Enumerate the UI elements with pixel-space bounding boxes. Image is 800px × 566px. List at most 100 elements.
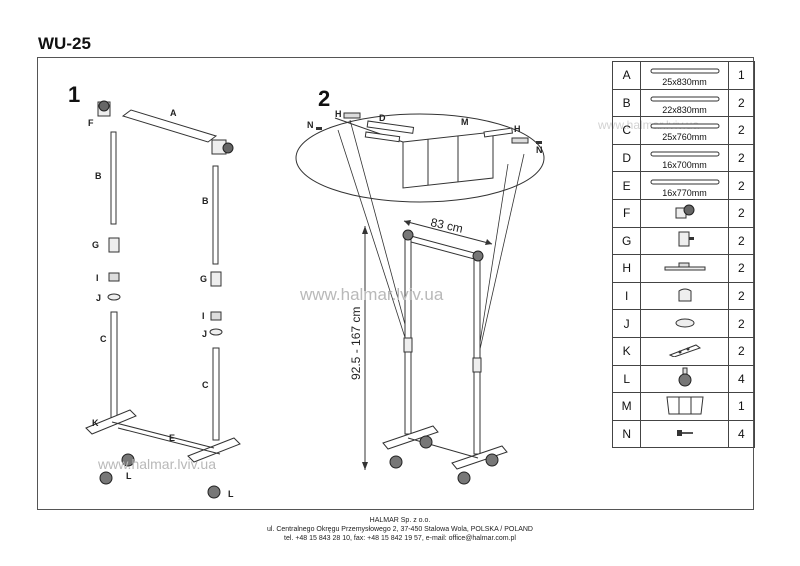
dimension-width: 83 cm (429, 215, 464, 235)
parts-row: B 22x830mm 2 (611, 88, 756, 118)
tube-icon (650, 174, 720, 188)
tube-b-left (110, 131, 117, 225)
label-c-right: C (202, 380, 209, 390)
parts-row: C 25x760mm 2 (611, 116, 756, 145)
part-code: B (611, 88, 642, 118)
assembled-rack (382, 229, 508, 485)
label-n-left: N (307, 120, 314, 130)
part-illustration (640, 364, 729, 394)
part-dimension: 16x700mm (662, 160, 707, 171)
part-illustration (640, 336, 729, 366)
part-illustration (640, 281, 729, 311)
footer-contact: tel. +48 15 843 28 10, fax: +48 15 842 1… (284, 535, 516, 542)
tube-icon (650, 118, 720, 132)
tube-c-left (110, 311, 118, 419)
part-illustration (640, 254, 729, 283)
label-l-right: L (228, 489, 234, 499)
washer-icon (674, 317, 696, 331)
part-code: J (611, 309, 642, 338)
label-e: E (169, 433, 175, 443)
part-illustration: 22x830mm (640, 88, 729, 118)
part-quantity: 2 (727, 254, 756, 283)
caster-wheel-icon (676, 367, 694, 390)
document-title: WU-25 (38, 34, 91, 53)
bracket-icon (343, 112, 529, 144)
part-illustration: 16x770mm (640, 171, 729, 200)
part-quantity: 2 (727, 309, 756, 338)
hook-i-right (210, 311, 222, 321)
part-code: L (611, 364, 642, 394)
part-code: M (611, 392, 642, 421)
part-code: H (611, 254, 642, 283)
part-quantity: 2 (727, 88, 756, 118)
tube-b-right (212, 165, 219, 265)
clamp-g-right (210, 271, 222, 287)
watermark-left: www.halmar.lviv.ua (98, 456, 217, 472)
part-code: K (611, 336, 642, 366)
tube-icon (650, 91, 720, 105)
base-right (187, 437, 241, 463)
part-quantity: 2 (727, 226, 756, 256)
part-illustration (640, 226, 729, 256)
part-illustration: 25x760mm (640, 116, 729, 145)
screw-icon (316, 127, 542, 144)
label-j-left: J (96, 293, 101, 303)
part-code: C (611, 116, 642, 145)
part-quantity: 2 (727, 336, 756, 366)
label-j-right: J (202, 329, 207, 339)
part-quantity: 2 (727, 171, 756, 200)
hook-icon (675, 288, 695, 306)
part-illustration (640, 392, 729, 421)
label-n-right: N (536, 145, 543, 155)
label-c-left: C (100, 334, 107, 344)
caster-wheel-icon (99, 453, 221, 499)
part-code: F (611, 198, 642, 228)
base-left (85, 409, 137, 435)
step-1-number: 1 (68, 82, 80, 107)
corner-connector-icon (674, 204, 696, 223)
tube-a (121, 109, 218, 143)
part-illustration: 25x830mm (640, 61, 729, 90)
part-quantity: 2 (727, 116, 756, 145)
part-quantity: 2 (727, 281, 756, 311)
corner-connector-icon (211, 139, 234, 155)
label-g-left: G (92, 240, 99, 250)
part-illustration: 16x700mm (640, 143, 729, 173)
shelf-basket-icon (665, 396, 705, 419)
part-dimension: 25x830mm (662, 77, 707, 88)
washer-j-right (209, 328, 223, 336)
part-dimension: 25x760mm (662, 132, 707, 143)
label-i-left: I (96, 273, 99, 283)
label-b-left: B (95, 171, 102, 181)
part-code: E (611, 171, 642, 200)
label-f: F (88, 118, 94, 128)
screw-icon (676, 427, 694, 441)
part-illustration (640, 309, 729, 338)
bracket-icon (663, 261, 707, 275)
label-a: A (170, 108, 177, 118)
part-code: A (611, 61, 642, 90)
washer-j-left (107, 293, 121, 301)
part-quantity: 4 (727, 419, 756, 449)
part-quantity: 1 (727, 392, 756, 421)
label-g-right: G (200, 274, 207, 284)
watermark-main: www.halmar.lviv.ua (300, 285, 444, 304)
label-i-right: I (202, 311, 205, 321)
corner-connector-icon (97, 100, 111, 117)
assembly-drawing: 1 F A B B G G I I J J C C K E L (68, 82, 545, 499)
label-d: D (379, 113, 386, 123)
base-connector-icon (668, 344, 702, 360)
part-illustration (640, 419, 729, 449)
part-code: G (611, 226, 642, 256)
part-dimension: 22x830mm (662, 104, 707, 115)
part-quantity: 2 (727, 198, 756, 228)
